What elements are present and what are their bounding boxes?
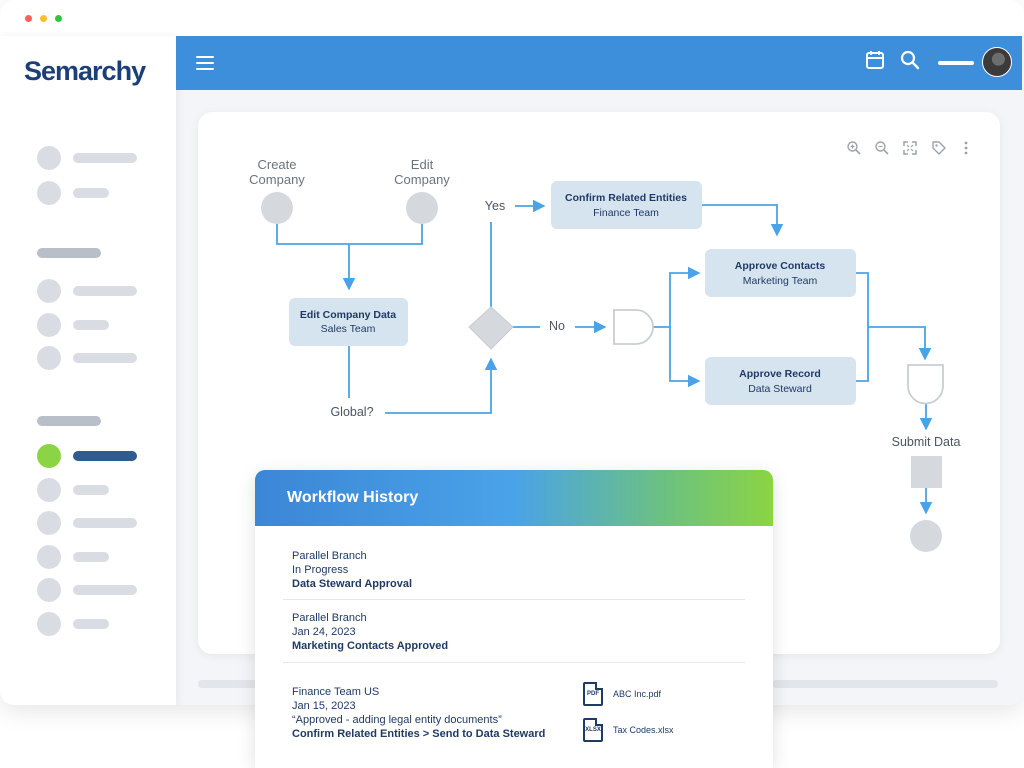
file-name: Tax Codes.xlsx	[613, 725, 674, 735]
sidebar-item-3-label[interactable]	[73, 286, 137, 296]
sidebar-section-header-2	[37, 416, 101, 426]
search-icon[interactable]	[900, 50, 920, 70]
avatar[interactable]	[982, 47, 1012, 77]
fit-screen-icon[interactable]	[902, 140, 918, 156]
zoom-out-icon[interactable]	[874, 140, 890, 156]
sidebar-item-10-icon[interactable]	[37, 578, 61, 602]
horizontal-scrollbar-left[interactable]	[198, 680, 258, 688]
sidebar-item-9-icon[interactable]	[37, 545, 61, 569]
history-entry[interactable]: Parallel Branch In Progress Data Steward…	[292, 549, 745, 591]
sidebar-item-1-label[interactable]	[73, 153, 137, 163]
calendar-icon[interactable]	[866, 50, 884, 70]
pdf-file-icon: PDF	[583, 682, 603, 706]
history-entry-line3: Data Steward Approval	[292, 578, 413, 590]
top-bar	[176, 36, 1022, 90]
xlsx-file-icon: XLSX	[583, 718, 603, 742]
history-entry-line3: Marketing Contacts Approved	[292, 640, 449, 652]
app-logo: Semarchy	[24, 56, 146, 86]
sidebar-item-2-icon[interactable]	[37, 181, 61, 205]
history-entry-line2: Jan 15, 2023	[292, 700, 356, 712]
sidebar-item-9-label[interactable]	[73, 552, 109, 562]
history-divider	[283, 599, 745, 600]
sidebar-item-7-icon[interactable]	[37, 478, 61, 502]
history-entry-line1: Parallel Branch	[292, 550, 367, 562]
sidebar-item-2-label[interactable]	[73, 188, 109, 198]
workflow-history-header: Workflow History	[255, 470, 773, 526]
workflow-history-title: Workflow History	[287, 489, 419, 506]
file-name: ABC Inc.pdf	[613, 689, 662, 699]
sidebar-item-11-label[interactable]	[73, 619, 109, 629]
history-entry[interactable]: Finance Team US Jan 15, 2023 “Approved -…	[292, 685, 745, 741]
sidebar-item-7-label[interactable]	[73, 485, 109, 495]
hamburger-icon[interactable]	[196, 56, 214, 70]
history-entry-line2: Jan 24, 2023	[292, 626, 356, 638]
zoom-in-icon[interactable]	[846, 140, 862, 156]
sidebar-item-5-icon[interactable]	[37, 346, 61, 370]
more-vertical-icon[interactable]	[958, 140, 974, 156]
file-attachment-xlsx[interactable]: XLSX Tax Codes.xlsx	[583, 718, 674, 742]
history-entry-line2: In Progress	[292, 564, 349, 576]
title-bar	[0, 0, 1024, 36]
tag-icon[interactable]	[931, 140, 947, 156]
edit-company-data-node[interactable]	[289, 298, 408, 346]
sidebar: Semarchy	[0, 36, 176, 705]
user-name-placeholder[interactable]	[938, 61, 974, 65]
sidebar-item-8-label[interactable]	[73, 518, 137, 528]
history-entry-line1: Parallel Branch	[292, 612, 367, 624]
file-attachment-pdf[interactable]: PDF ABC Inc.pdf	[583, 682, 661, 706]
sidebar-section-header-1	[37, 248, 101, 258]
sidebar-item-4-label[interactable]	[73, 320, 109, 330]
history-divider	[283, 662, 745, 663]
sidebar-item-10-label[interactable]	[73, 585, 137, 595]
workflow-history-panel: Workflow History Parallel Branch In Prog…	[255, 470, 773, 768]
maximize-window-dot[interactable]	[55, 15, 62, 22]
sidebar-item-1-icon[interactable]	[37, 146, 61, 170]
sidebar-item-11-icon[interactable]	[37, 612, 61, 636]
sidebar-item-5-label[interactable]	[73, 353, 137, 363]
sidebar-item-3-icon[interactable]	[37, 279, 61, 303]
history-entry[interactable]: Parallel Branch Jan 24, 2023 Marketing C…	[292, 611, 745, 653]
sidebar-item-active-label[interactable]	[73, 451, 137, 461]
close-window-dot[interactable]	[25, 15, 32, 22]
sidebar-item-active-icon[interactable]	[37, 444, 61, 468]
sidebar-item-8-icon[interactable]	[37, 511, 61, 535]
history-entry-line1: Finance Team US	[292, 686, 380, 698]
sidebar-item-4-icon[interactable]	[37, 313, 61, 337]
minimize-window-dot[interactable]	[40, 15, 47, 22]
history-entry-line3: “Approved - adding legal entity document…	[292, 714, 502, 726]
history-entry-line4: Confirm Related Entities > Send to Data …	[292, 728, 546, 740]
horizontal-scrollbar-right[interactable]	[772, 680, 998, 688]
